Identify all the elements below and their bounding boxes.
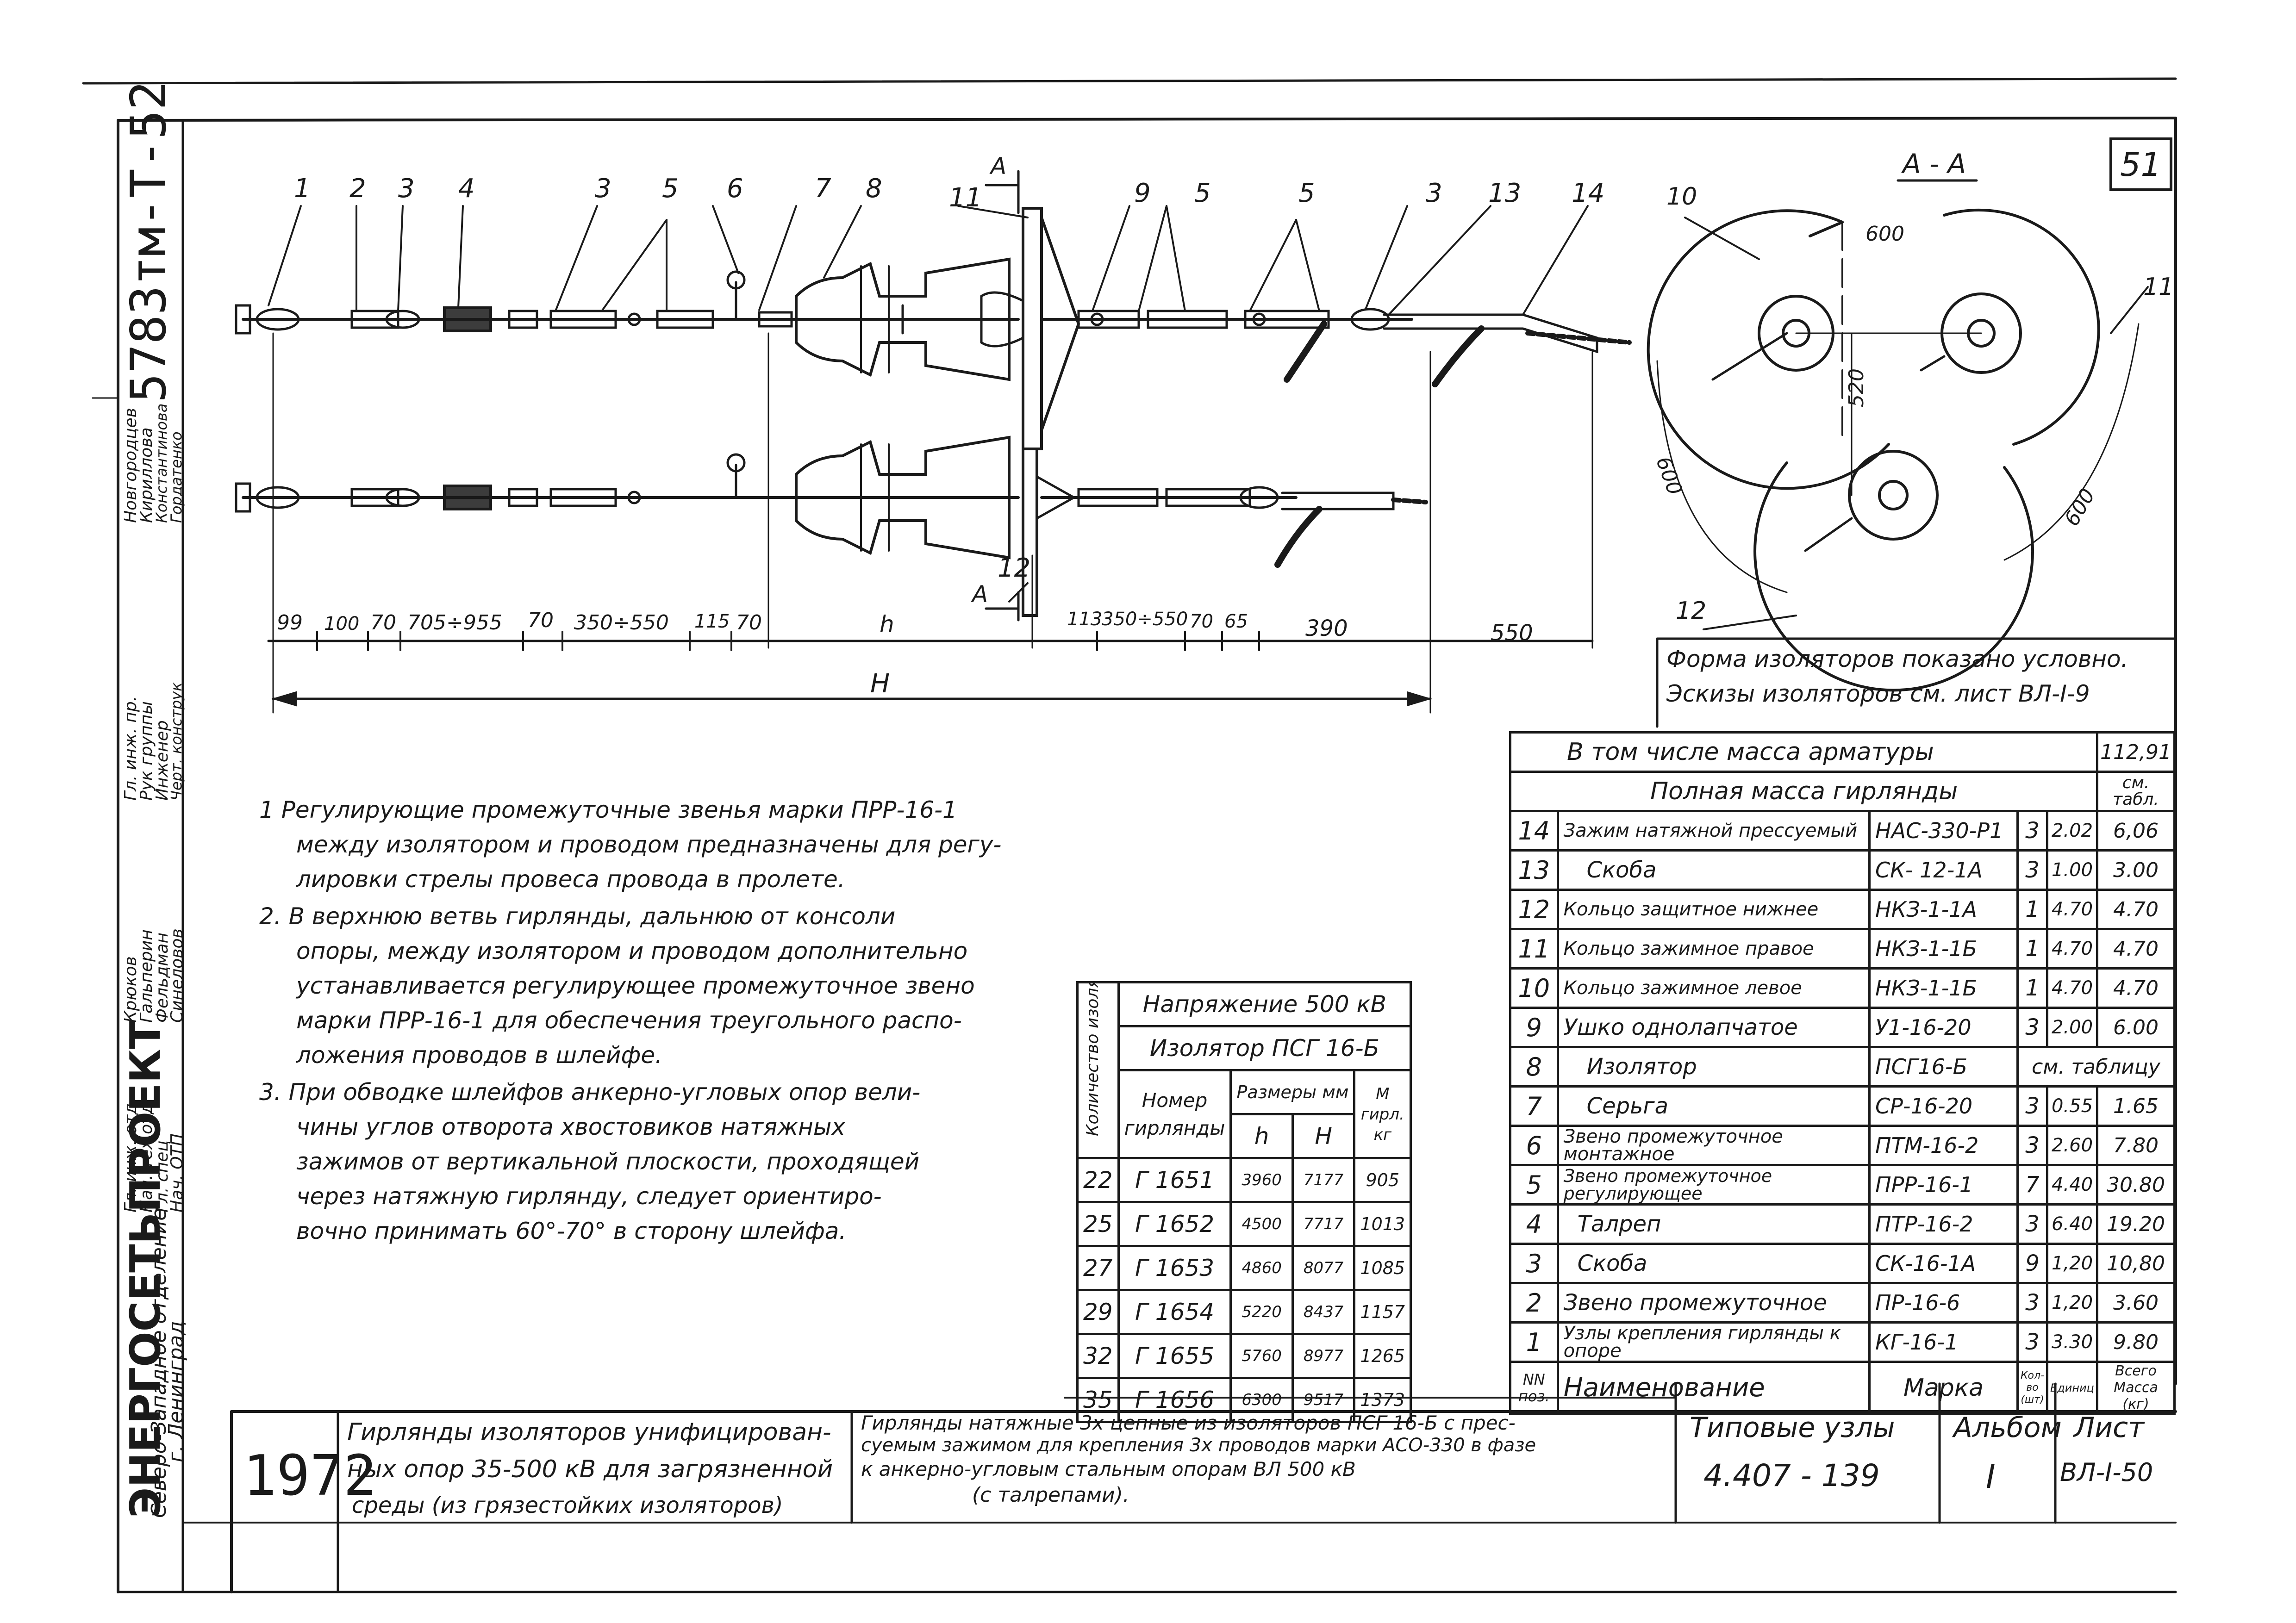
H-column-label: H <box>1291 1113 1356 1159</box>
number-column-label: Номер гирлянды <box>1117 1069 1232 1159</box>
mass-column-label: М гирл. кг <box>1353 1069 1412 1159</box>
org-city: г. Ленинград <box>164 1321 188 1462</box>
drawing-code: 5783тм-Т-52 <box>120 81 177 403</box>
armature-mass-label: В том числе масса арматуры <box>1509 731 2099 773</box>
sheet-value: ВЛ-I-50 <box>2060 1458 2153 1487</box>
table-row: В том числе масса арматуры 112,91 <box>1509 731 2176 773</box>
section-callout-10: 10 <box>1666 183 1697 211</box>
overall-dimension-label: H <box>870 669 890 699</box>
album-value: I <box>1986 1458 1996 1496</box>
lower-garland <box>235 435 1428 617</box>
armature-mass-value: 112,91 <box>2096 731 2176 773</box>
section-callout-12: 12 <box>1676 597 1707 625</box>
section-title: А - А <box>1903 148 1966 180</box>
table-row: Количество изоляторов Напряжение 500 кВ <box>1076 981 1412 1159</box>
table-row: Номер гирлянды Размеры мм М гирл. кг <box>1078 1069 1412 1159</box>
sizes-column-label: Размеры мм <box>1229 1069 1356 1115</box>
sheet-title-4: (с талрепами). <box>972 1483 1129 1507</box>
series-value: 4.407 - 139 <box>1703 1458 1880 1493</box>
title-year: 1972 <box>243 1444 377 1508</box>
total-mass-value: см. табл. <box>2096 771 2176 812</box>
section-view-a-a <box>1647 208 2149 692</box>
series-label: Типовые узлы <box>1690 1412 1895 1444</box>
caption-line-1: Форма изоляторов показано условно. <box>1666 646 2128 672</box>
insulator-header: Изолятор ПСГ 16-Б <box>1117 1025 1412 1071</box>
count-column-label: Количество изоляторов <box>1083 982 1102 1137</box>
album-title-3: среды (из грязестойких изоляторов) <box>352 1492 783 1518</box>
h-column-label: h <box>1229 1113 1294 1159</box>
caption-line-2: Эскизы изоляторов см. лист ВЛ-I-9 <box>1666 680 2090 707</box>
table-row: Полная масса гирлянды см. табл. <box>1509 771 2176 812</box>
album-title-1: Гирлянды изоляторов унифицирован- <box>347 1418 831 1446</box>
upper-garland <box>235 207 1632 450</box>
album-label: Альбом <box>1953 1412 2062 1444</box>
album-title-2: ных опор 35-500 кВ для загрязненной <box>347 1455 833 1483</box>
lower-callout: 12 <box>998 553 1031 583</box>
section-dim-600-top: 600 <box>1866 222 1904 246</box>
section-callout-11: 11 <box>2143 273 2174 301</box>
section-dim-520: 520 <box>1845 368 1868 407</box>
voltage-header: Напряжение 500 кВ <box>1117 981 1412 1027</box>
table-row: NN поз. Наименование Марка Кол-во (шт) Е… <box>1509 1361 2176 1415</box>
table-row: Изолятор ПСГ 16-Б <box>1078 1025 1412 1071</box>
sheet-title-3: к анкерно-угловым стальным опорам ВЛ 500… <box>861 1458 1356 1480</box>
table-row: h H <box>1078 1113 1411 1159</box>
sheet-title-1: Гирлянды натяжные 3х цепные из изоляторо… <box>861 1412 1516 1434</box>
parts-table: В том числе масса арматуры 112,91 Полная… <box>1509 731 2176 1415</box>
sheet-number: 51 <box>2120 146 2162 184</box>
sheet-label: Лист <box>2074 1412 2145 1444</box>
section-mark-bottom: А <box>972 581 988 608</box>
garland-table: Количество изоляторов Напряжение 500 кВ … <box>1076 981 1412 1423</box>
section-mark-top: А <box>991 153 1007 180</box>
sheet-title-2: суемым зажимом для крепления 3х проводов… <box>861 1435 1536 1456</box>
total-mass-label: Полная масса гирлянды <box>1509 771 2099 812</box>
